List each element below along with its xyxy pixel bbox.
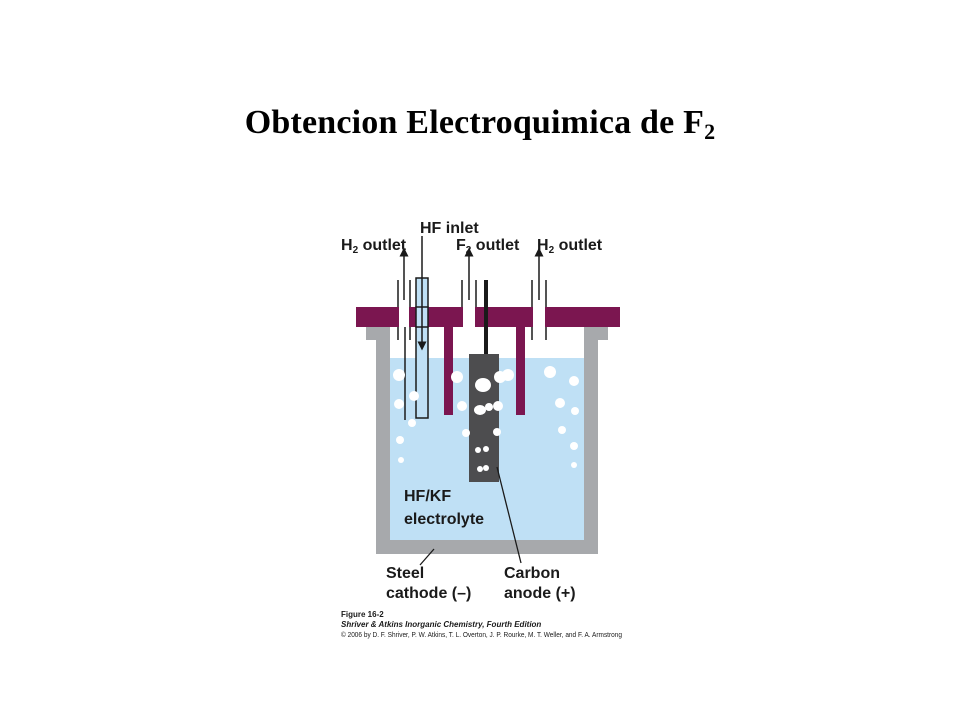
anode-bubble bbox=[483, 465, 489, 471]
anode-label-line1: Carbon bbox=[504, 565, 560, 582]
bubble bbox=[393, 369, 405, 381]
vessel-bottom bbox=[376, 540, 598, 554]
figure-source-book: Shriver & Atkins Inorganic Chemistry, Fo… bbox=[341, 620, 541, 629]
cathode-label-line2: cathode (–) bbox=[386, 585, 471, 602]
bubble bbox=[396, 436, 404, 444]
right-h2-outlet-label-sub: 2 bbox=[549, 245, 555, 256]
left-h2-outlet-label-sub: 2 bbox=[353, 245, 359, 256]
lid-openings bbox=[399, 307, 545, 327]
electrolyte-label-line1: HF/KF bbox=[404, 488, 451, 505]
f2-outlet-label-f: F bbox=[456, 237, 466, 254]
right-h2-outlet-label-h: H bbox=[537, 237, 549, 254]
bubble bbox=[502, 369, 514, 381]
bubble bbox=[544, 366, 556, 378]
slide-title-text: Obtencion Electroquimica de F bbox=[244, 104, 705, 141]
anode-bubble bbox=[475, 378, 491, 392]
anode-bubble bbox=[485, 403, 493, 411]
f2-outlet-label-text: outlet bbox=[471, 237, 520, 254]
figure-copyright: © 2006 by D. F. Shriver, P. W. Atkins, T… bbox=[341, 630, 622, 639]
anode-leader bbox=[496, 466, 522, 564]
bubble bbox=[398, 457, 404, 463]
right-h2-outlet-label-text: outlet bbox=[554, 237, 603, 254]
bubble bbox=[569, 376, 579, 386]
anode-bubble bbox=[474, 405, 486, 415]
hf-inlet-label: HF inlet bbox=[420, 220, 479, 237]
right-divider bbox=[516, 327, 525, 415]
bubble bbox=[493, 428, 501, 436]
right-h2-outlet-label: H2 outlet bbox=[537, 237, 603, 256]
right-h2-opening bbox=[533, 307, 545, 327]
slide-title-subscript: 2 bbox=[704, 119, 716, 144]
bubble bbox=[493, 401, 503, 411]
bubble bbox=[394, 399, 404, 409]
bubble bbox=[409, 391, 419, 401]
left-h2-outlet-label-h: H bbox=[341, 237, 353, 254]
f2-opening bbox=[463, 307, 475, 327]
left-h2-outlet-label-text: outlet bbox=[358, 237, 407, 254]
gas-bubbles bbox=[393, 366, 579, 472]
inner-tube-walls bbox=[404, 280, 488, 420]
electrolyte-label-line2: electrolyte bbox=[404, 511, 484, 528]
carbon-anode bbox=[469, 354, 499, 482]
left-divider bbox=[444, 327, 453, 415]
cathode-leader bbox=[419, 548, 435, 566]
anode-bubble bbox=[475, 447, 481, 453]
bubble bbox=[570, 442, 578, 450]
f2-outlet-label-sub: 2 bbox=[466, 245, 472, 256]
bubble bbox=[555, 398, 565, 408]
bubble bbox=[451, 371, 463, 383]
anode-bubble bbox=[483, 446, 489, 452]
vessel-right-wall bbox=[584, 326, 598, 554]
left-h2-opening bbox=[399, 307, 409, 327]
bubble bbox=[457, 401, 467, 411]
cathode-label-line1: Steel bbox=[386, 565, 424, 582]
bubble bbox=[571, 407, 579, 415]
anode-label-line2: anode (+) bbox=[504, 585, 576, 602]
vessel-right-rim bbox=[584, 326, 608, 340]
f2-outlet-label: F2 outlet bbox=[456, 237, 520, 256]
figure-number: Figure 16-2 bbox=[341, 610, 384, 619]
vessel-left-rim bbox=[366, 326, 390, 340]
vessel-left-wall bbox=[376, 326, 390, 554]
bubble bbox=[462, 429, 470, 437]
left-h2-outlet-label: H2 outlet bbox=[341, 237, 407, 256]
bubble bbox=[558, 426, 566, 434]
steel-cathode-vessel bbox=[366, 326, 608, 554]
anode-bubble bbox=[477, 466, 483, 472]
slide-title: Obtencion Electroquimica de F2 bbox=[0, 104, 960, 145]
leader-lines bbox=[419, 466, 522, 566]
flow-arrows bbox=[399, 236, 544, 351]
bubble bbox=[571, 462, 577, 468]
bubble bbox=[408, 419, 416, 427]
